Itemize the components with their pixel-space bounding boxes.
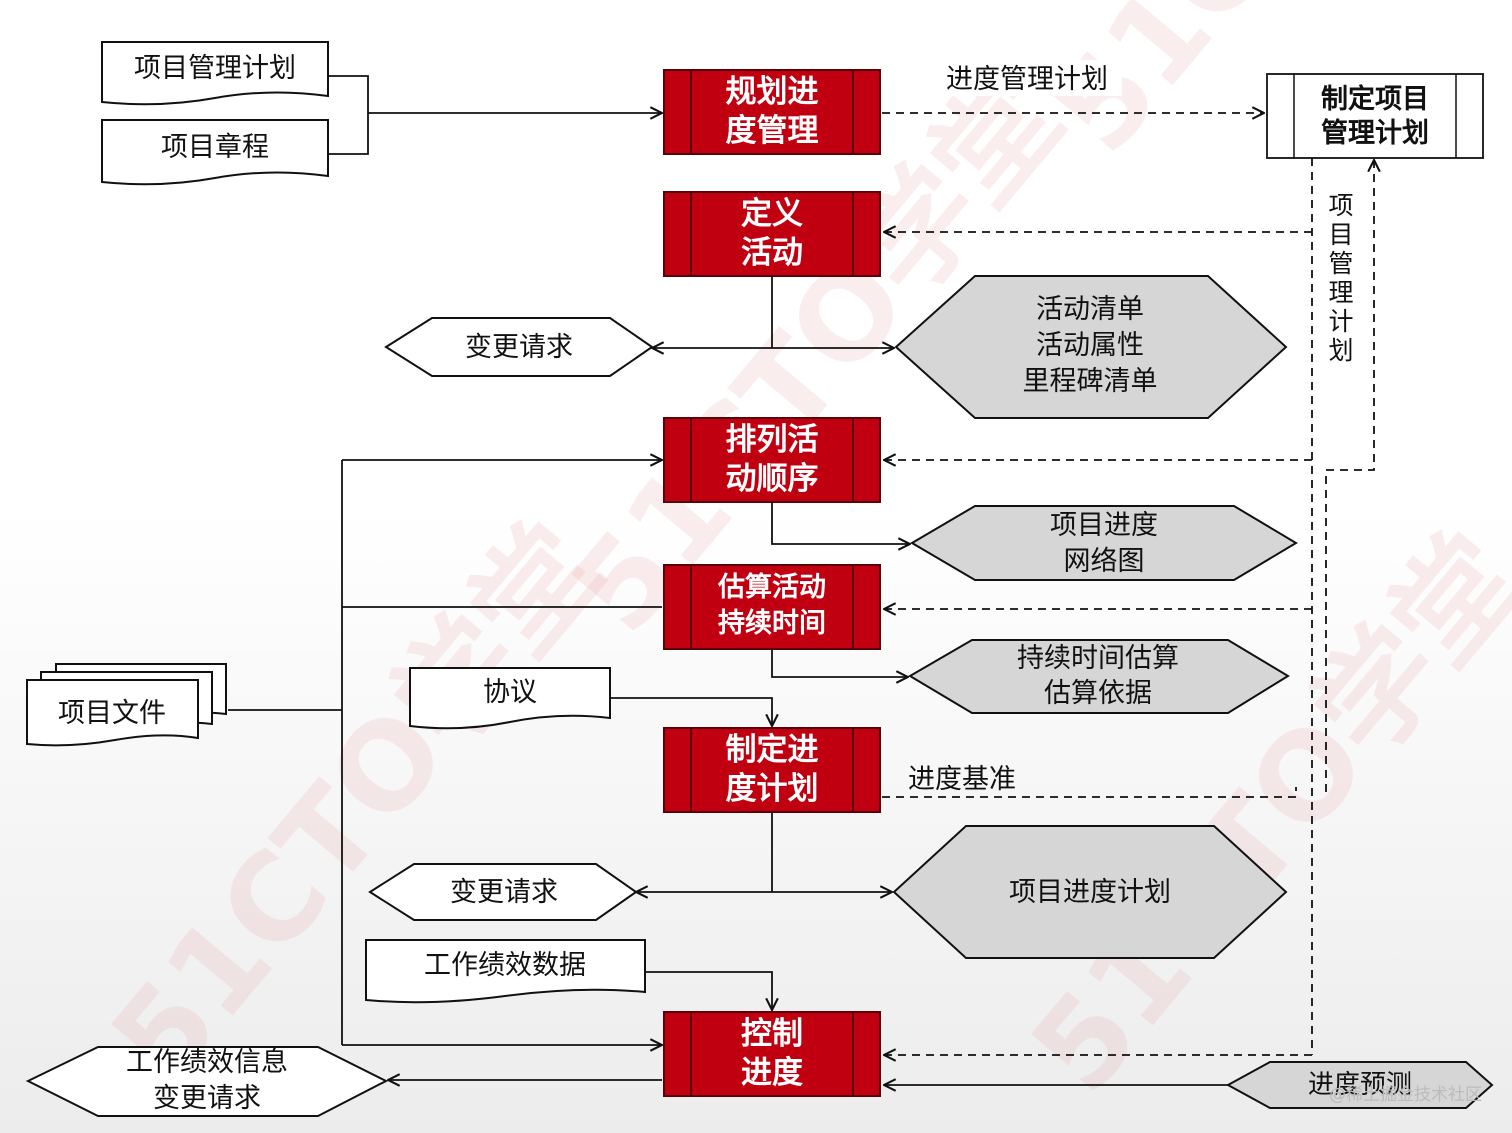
doc-charter-label: 项目章程 xyxy=(161,132,269,163)
process-estimate: 估算活动 持续时间 xyxy=(663,564,881,650)
connector-work-perf-data xyxy=(645,971,772,1010)
connector-pm-plan xyxy=(328,75,369,155)
watermark-text: 51CTO学堂 xyxy=(1006,509,1512,1118)
output-change-request-2: 变更请求 xyxy=(368,863,638,921)
output-network-diagram: 项目进度 网络图 xyxy=(910,505,1298,581)
process-plan: 规划进 度管理 xyxy=(663,69,881,155)
footer-credit: @稀土掘金技术社区 xyxy=(1329,1085,1482,1105)
process-develop-line1: 制定进 xyxy=(726,732,819,768)
vertical-char: 项 xyxy=(1328,191,1353,220)
activity-list-line2: 活动属性 xyxy=(1036,330,1144,361)
duration-estimates-line1: 持续时间估算 xyxy=(1017,643,1179,674)
schedule-mgmt-plan-label: 进度管理计划 xyxy=(946,64,1108,95)
schedule-baseline-label: 进度基准 xyxy=(908,764,1016,795)
process-sequence: 排列活 动顺序 xyxy=(663,417,881,503)
duration-estimates-line2: 估算依据 xyxy=(1044,678,1152,709)
solid-connectors xyxy=(228,75,1228,1085)
vertical-char: 目 xyxy=(1328,220,1353,249)
dashed-connectors xyxy=(882,113,1374,1055)
dashed-feedback-right xyxy=(1325,160,1374,795)
doc-project-docs-label: 项目文件 xyxy=(58,698,166,729)
process-develop: 制定进 度计划 xyxy=(663,727,881,813)
develop-pm-plan-line1: 制定项目 xyxy=(1321,83,1429,115)
process-sequence-line1: 排列活 xyxy=(726,422,819,458)
vertical-char: 计 xyxy=(1328,307,1353,336)
output-work-perf-info: 工作绩效信息 变更请求 xyxy=(25,1046,389,1117)
process-define: 定义 活动 xyxy=(663,191,881,277)
dashed-baseline xyxy=(882,787,1297,798)
process-define-line1: 定义 xyxy=(741,196,803,232)
activity-list-line1: 活动清单 xyxy=(1036,294,1144,325)
network-diagram-line1: 项目进度 xyxy=(1050,510,1158,541)
doc-agreements: 协议 xyxy=(409,667,611,730)
vertical-pm-plan-label: 项 目 管 理 计 划 xyxy=(1324,188,1358,366)
work-perf-info-line1: 工作绩效信息 xyxy=(126,1047,288,1078)
process-plan-line1: 规划进 xyxy=(726,74,819,110)
doc-charter: 项目章程 xyxy=(101,119,329,186)
work-perf-info-line2: 变更请求 xyxy=(153,1083,261,1114)
network-diagram-line2: 网络图 xyxy=(1064,546,1145,577)
vertical-char: 管 xyxy=(1328,249,1353,278)
process-define-line2: 活动 xyxy=(741,235,803,271)
doc-agreements-label: 协议 xyxy=(483,677,537,708)
output-duration-estimates: 持续时间估算 估算依据 xyxy=(908,639,1290,714)
process-sequence-line2: 动顺序 xyxy=(726,461,819,497)
process-estimate-line2: 持续时间 xyxy=(718,608,826,639)
doc-pm-plan: 项目管理计划 xyxy=(101,41,329,106)
process-control-line1: 控制 xyxy=(741,1016,803,1052)
activity-list-line3: 里程碑清单 xyxy=(1023,366,1158,397)
doc-work-perf-data: 工作绩效数据 xyxy=(365,939,646,1004)
doc-pm-plan-label: 项目管理计划 xyxy=(134,53,296,84)
process-estimate-line1: 估算活动 xyxy=(717,571,826,603)
output-project-schedule: 项目进度计划 xyxy=(892,825,1288,959)
watermark-text: 51CTO学堂 xyxy=(86,499,629,1108)
connector-sequence-out xyxy=(771,502,910,544)
develop-pm-plan-line2: 管理计划 xyxy=(1321,118,1429,149)
connector-estimate-out xyxy=(771,649,908,677)
output-forecasts: 进度预测 xyxy=(1225,1061,1494,1109)
output-change-request-1: 变更请求 xyxy=(384,317,654,377)
vertical-char: 划 xyxy=(1328,336,1353,365)
process-develop-line2: 度计划 xyxy=(726,771,819,807)
process-control-line2: 进度 xyxy=(741,1055,803,1091)
output-activity-list: 活动清单 活动属性 里程碑清单 xyxy=(894,275,1288,419)
process-control: 控制 进度 xyxy=(663,1011,881,1097)
develop-pm-plan-box: 制定项目 管理计划 xyxy=(1266,73,1484,159)
process-plan-line2: 度管理 xyxy=(726,113,819,149)
doc-work-perf-data-label: 工作绩效数据 xyxy=(424,950,586,981)
change-request-2-label: 变更请求 xyxy=(450,877,558,908)
project-schedule-label: 项目进度计划 xyxy=(1009,877,1171,908)
doc-project-docs: 项目文件 xyxy=(26,663,227,747)
change-request-1-label: 变更请求 xyxy=(465,332,573,363)
forecasts-label: 进度预测 xyxy=(1308,1070,1412,1100)
connector-agreements xyxy=(610,697,772,726)
vertical-char: 理 xyxy=(1328,278,1353,307)
